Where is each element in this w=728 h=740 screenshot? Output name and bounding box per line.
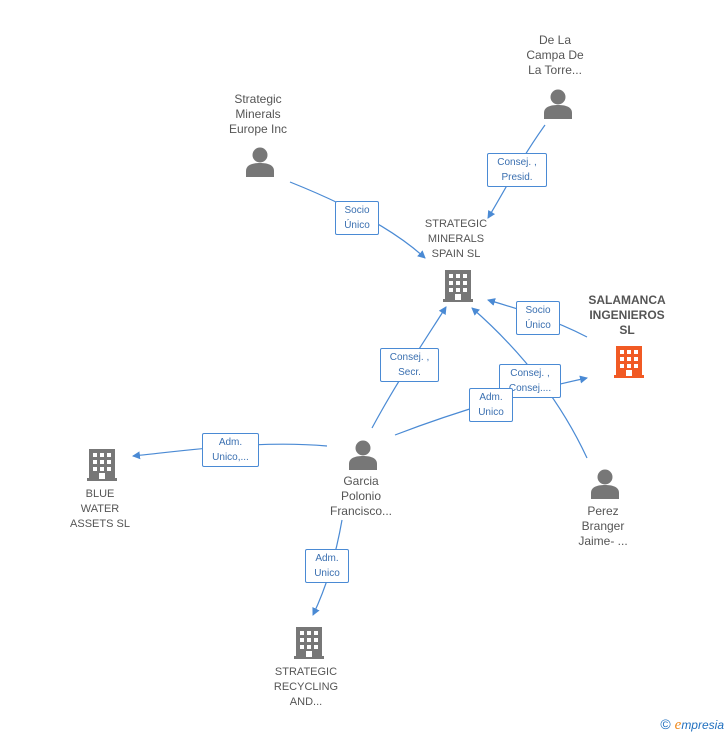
edge-label-perez-sms[interactable]: Consej. , Consej....	[499, 364, 561, 398]
node-label-strategic-minerals-spain[interactable]: STRATEGIC MINERALS SPAIN SL	[424, 218, 488, 260]
footer-brand: ©empresia	[660, 716, 724, 734]
brand-initial: e	[674, 717, 682, 733]
brand-name: mpresia	[681, 718, 724, 732]
node-label-de-la-campa[interactable]: De La Campa De La Torre...	[526, 33, 584, 77]
copyright-symbol: ©	[660, 716, 671, 732]
edge-label-salamanca-sms[interactable]: Socio Único	[516, 301, 560, 335]
building-icon[interactable]	[87, 447, 117, 481]
node-label-strategic-minerals-europe[interactable]: Strategic Minerals Europe Inc	[228, 92, 288, 136]
edge-label-garcia-recycling[interactable]: Adm. Unico	[305, 549, 349, 583]
edge-label-sme-sms[interactable]: Socio Único	[335, 201, 379, 235]
building-icon[interactable]	[443, 268, 473, 302]
person-icon[interactable]	[591, 469, 619, 499]
node-label-salamanca-ingenieros[interactable]: SALAMANCA INGENIEROS SL	[588, 293, 666, 337]
node-label-blue-water-assets[interactable]: BLUE WATER ASSETS SL	[70, 488, 130, 530]
person-icon[interactable]	[544, 89, 572, 119]
edge-label-garcia-sms[interactable]: Consej. , Secr.	[380, 348, 439, 382]
person-icon[interactable]	[349, 440, 377, 470]
node-label-strategic-recycling[interactable]: STRATEGIC RECYCLING AND...	[273, 666, 339, 708]
edge-label-garcia-bluewater[interactable]: Adm. Unico,...	[202, 433, 259, 467]
edge-label-delacampa-sms[interactable]: Consej. , Presid.	[487, 153, 547, 187]
building-icon[interactable]	[294, 625, 324, 659]
node-label-garcia-polonio[interactable]: Garcia Polonio Francisco...	[329, 474, 392, 518]
node-label-perez-branger[interactable]: Perez Branger Jaime- ...	[578, 504, 628, 548]
person-icon[interactable]	[246, 147, 274, 177]
edge-label-garcia-salamanca[interactable]: Adm. Unico	[469, 388, 513, 422]
building-icon[interactable]	[614, 344, 644, 378]
